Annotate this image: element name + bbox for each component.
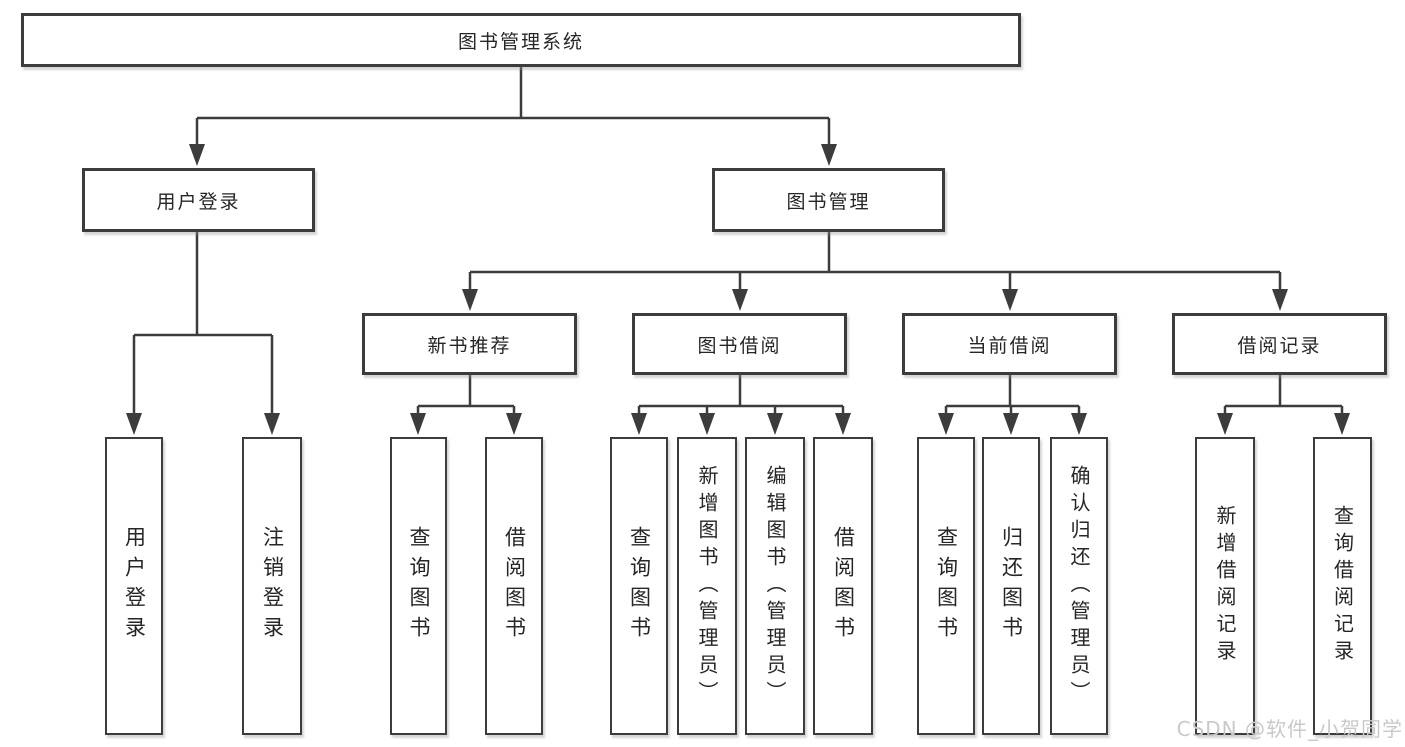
leaf-query-books-current: 查询图书 [917,437,975,735]
leaf-confirm-return-admin: 确认归还（管理员） [1050,437,1108,735]
leaf-query-books-recommend: 查询图书 [390,437,447,735]
leaf-borrow-books-recommend: 借阅图书 [485,437,543,735]
node-user-login: 用户登录 [82,168,315,232]
node-root-library-management-system: 图书管理系统 [21,13,1021,67]
leaf-return-books: 归还图书 [982,437,1040,735]
node-book-management: 图书管理 [712,168,945,232]
leaf-add-books-admin: 新增图书（管理员） [677,437,737,735]
node-new-book-recommend: 新书推荐 [362,313,577,375]
arrowhead-icons [126,144,1350,435]
leaf-edit-books-admin: 编辑图书（管理员） [745,437,805,735]
leaf-query-borrow-record: 查询借阅记录 [1313,437,1372,735]
leaf-logout: 注销登录 [242,437,302,735]
node-borrowing-records: 借阅记录 [1172,313,1387,375]
leaf-query-books-borrowing: 查询图书 [610,437,668,735]
node-book-borrowing: 图书借阅 [632,313,847,375]
leaf-borrow-books: 借阅图书 [813,437,873,735]
leaf-add-borrow-record: 新增借阅记录 [1195,437,1255,735]
node-current-borrowing: 当前借阅 [902,313,1117,375]
leaf-user-login: 用户登录 [105,437,163,735]
